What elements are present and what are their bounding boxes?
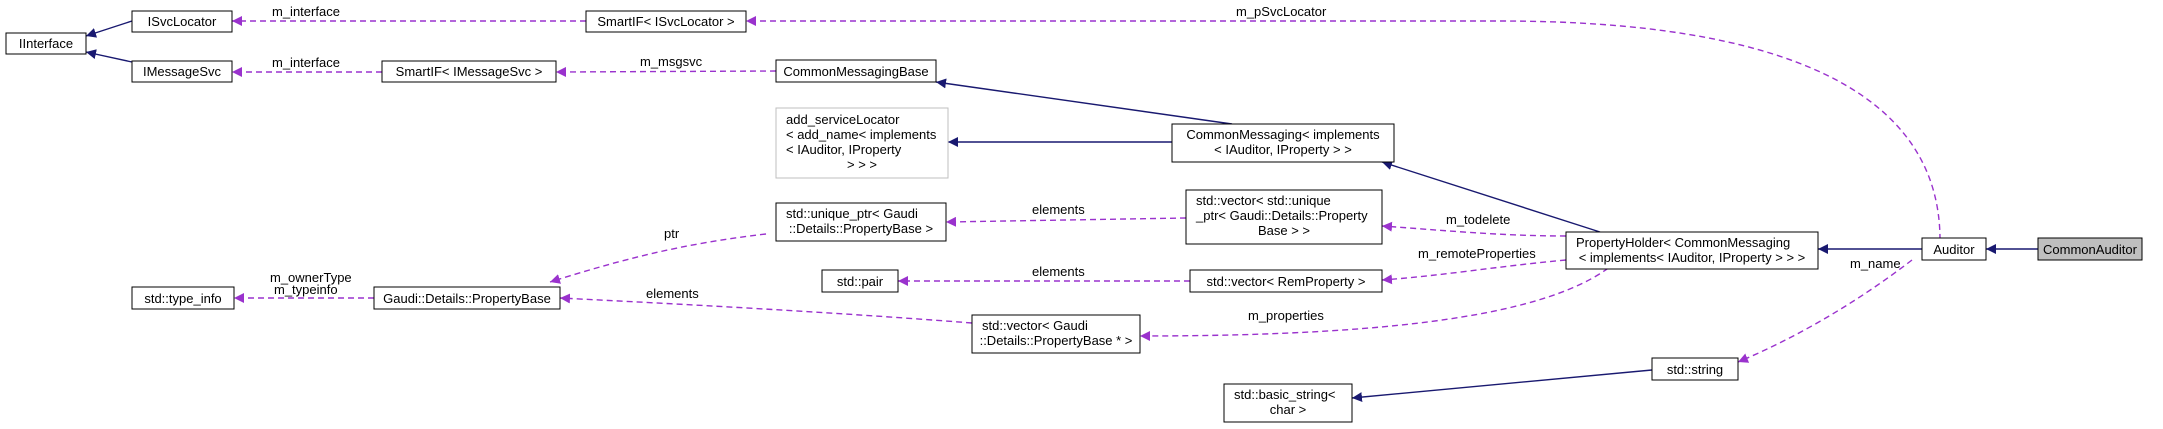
- label-m-psvclocator: m_pSvcLocator: [1236, 4, 1327, 19]
- node-iinterface[interactable]: IInterface: [5, 32, 87, 55]
- label-m-name: m_name: [1850, 256, 1901, 271]
- svg-text:::Details::PropertyBase >: ::Details::PropertyBase >: [789, 221, 933, 236]
- svg-text:Auditor: Auditor: [1933, 242, 1975, 257]
- node-commonmessagingbase[interactable]: CommonMessagingBase: [775, 59, 937, 83]
- label-m-ownertype: m_ownerType: [270, 270, 352, 285]
- edge-m-remoteproperties: [1381, 259, 1567, 285]
- node-type-info[interactable]: std::type_info: [131, 286, 235, 310]
- node-add-servicelocator[interactable]: add_serviceLocator < add_name< implement…: [775, 107, 949, 179]
- label-m-msgsvc: m_msgsvc: [640, 54, 703, 69]
- node-std-string[interactable]: std::string: [1651, 357, 1739, 381]
- svg-text:> > >: > > >: [847, 157, 877, 172]
- svg-text:< IAuditor, IProperty: < IAuditor, IProperty: [786, 142, 902, 157]
- node-vector-unique-ptr[interactable]: std::vector< std::unique _ptr< Gaudi::De…: [1185, 189, 1383, 245]
- svg-text:SmartIF< ISvcLocator >: SmartIF< ISvcLocator >: [597, 14, 734, 29]
- label-m-todelete: m_todelete: [1446, 212, 1510, 227]
- label-elements-3: elements: [646, 286, 699, 301]
- label-m-remoteproperties: m_remoteProperties: [1418, 246, 1536, 261]
- svg-text:IInterface: IInterface: [19, 36, 73, 51]
- svg-text:std::string: std::string: [1667, 362, 1723, 377]
- svg-text:SmartIF< IMessageSvc >: SmartIF< IMessageSvc >: [396, 64, 543, 79]
- svg-text:char >: char >: [1270, 402, 1307, 417]
- edge-m-name: [1737, 259, 1913, 363]
- svg-text:_ptr< Gaudi::Details::Property: _ptr< Gaudi::Details::Property: [1195, 208, 1368, 223]
- node-basic-string[interactable]: std::basic_string< char >: [1223, 383, 1353, 423]
- label-ptr: ptr: [664, 226, 680, 241]
- svg-text:std::basic_string<: std::basic_string<: [1234, 387, 1336, 402]
- edge-ptr: [549, 233, 767, 284]
- svg-text:std::vector< RemProperty >: std::vector< RemProperty >: [1207, 274, 1366, 289]
- svg-text:::Details::PropertyBase * >: ::Details::PropertyBase * >: [980, 333, 1133, 348]
- node-commonauditor[interactable]: CommonAuditor: [2037, 237, 2143, 261]
- label-m-typeinfo: m_typeinfo: [274, 282, 338, 297]
- svg-text:CommonAuditor: CommonAuditor: [2043, 242, 2138, 257]
- node-unique-ptr[interactable]: std::unique_ptr< Gaudi ::Details::Proper…: [775, 202, 947, 242]
- svg-text:IMessageSvc: IMessageSvc: [143, 64, 222, 79]
- edge-m-todelete: [1381, 221, 1567, 237]
- edge-elements-3: [559, 293, 973, 324]
- node-propertybase[interactable]: Gaudi::Details::PropertyBase: [373, 286, 561, 310]
- label-elements-2: elements: [1032, 264, 1085, 279]
- svg-text:Gaudi::Details::PropertyBase: Gaudi::Details::PropertyBase: [383, 291, 551, 306]
- edge-propertyholder-commonmessaging: [1381, 160, 1601, 233]
- node-std-pair[interactable]: std::pair: [821, 269, 899, 293]
- node-imessagesvc[interactable]: IMessageSvc: [131, 60, 233, 83]
- label-m-interface-1: m_interface: [272, 4, 340, 19]
- edge-isvclocator-iinterface: [85, 20, 133, 38]
- edge-commonmessaging-commonmessagingbase: [935, 78, 1233, 125]
- svg-text:Base > >: Base > >: [1258, 223, 1310, 238]
- label-m-properties: m_properties: [1248, 308, 1324, 323]
- svg-text:std::unique_ptr< Gaudi: std::unique_ptr< Gaudi: [786, 206, 918, 221]
- node-auditor[interactable]: Auditor: [1921, 237, 1987, 261]
- node-smartif-imessagesvc[interactable]: SmartIF< IMessageSvc >: [381, 60, 557, 83]
- node-vector-remproperty[interactable]: std::vector< RemProperty >: [1189, 269, 1383, 293]
- edge-elements-1: [945, 216, 1187, 227]
- edge-m-psvclocator: [746, 16, 1941, 241]
- svg-text:std::pair: std::pair: [837, 274, 884, 289]
- svg-text:PropertyHolder< CommonMessagin: PropertyHolder< CommonMessaging: [1576, 235, 1790, 250]
- node-propertyholder[interactable]: PropertyHolder< CommonMessaging < implem…: [1565, 231, 1819, 270]
- node-vector-propertybase[interactable]: std::vector< Gaudi ::Details::PropertyBa…: [971, 314, 1141, 354]
- edge-m-msgsvc: [555, 66, 777, 77]
- svg-text:std::type_info: std::type_info: [144, 291, 221, 306]
- node-smartif-isvclocator[interactable]: SmartIF< ISvcLocator >: [585, 10, 747, 33]
- edge-m-properties: [1139, 261, 1617, 341]
- svg-text:add_serviceLocator: add_serviceLocator: [786, 112, 900, 127]
- svg-text:< add_name< implements: < add_name< implements: [786, 127, 937, 142]
- svg-text:std::vector< std::unique: std::vector< std::unique: [1196, 193, 1331, 208]
- node-isvclocator[interactable]: ISvcLocator: [131, 10, 233, 33]
- edge-string-basicstring: [1351, 369, 1653, 403]
- label-elements-1: elements: [1032, 202, 1085, 217]
- edges: [85, 16, 2038, 403]
- node-commonmessaging[interactable]: CommonMessaging< implements < IAuditor, …: [1171, 123, 1395, 163]
- svg-text:ISvcLocator: ISvcLocator: [148, 14, 217, 29]
- svg-text:std::vector< Gaudi: std::vector< Gaudi: [982, 318, 1088, 333]
- label-m-interface-2: m_interface: [272, 55, 340, 70]
- svg-text:< implements< IAuditor, IPrope: < implements< IAuditor, IProperty > > >: [1579, 250, 1806, 265]
- svg-text:CommonMessagingBase: CommonMessagingBase: [783, 64, 928, 79]
- edge-imessagesvc-iinterface: [85, 49, 133, 63]
- svg-text:< IAuditor, IProperty > >: < IAuditor, IProperty > >: [1214, 142, 1352, 157]
- svg-text:CommonMessaging< implements: CommonMessaging< implements: [1186, 127, 1380, 142]
- nodes: IInterface ISvcLocator IMessageSvc Smart…: [5, 10, 2143, 423]
- edge-labels: m_pSvcLocator m_interface m_interface m_…: [270, 4, 1901, 323]
